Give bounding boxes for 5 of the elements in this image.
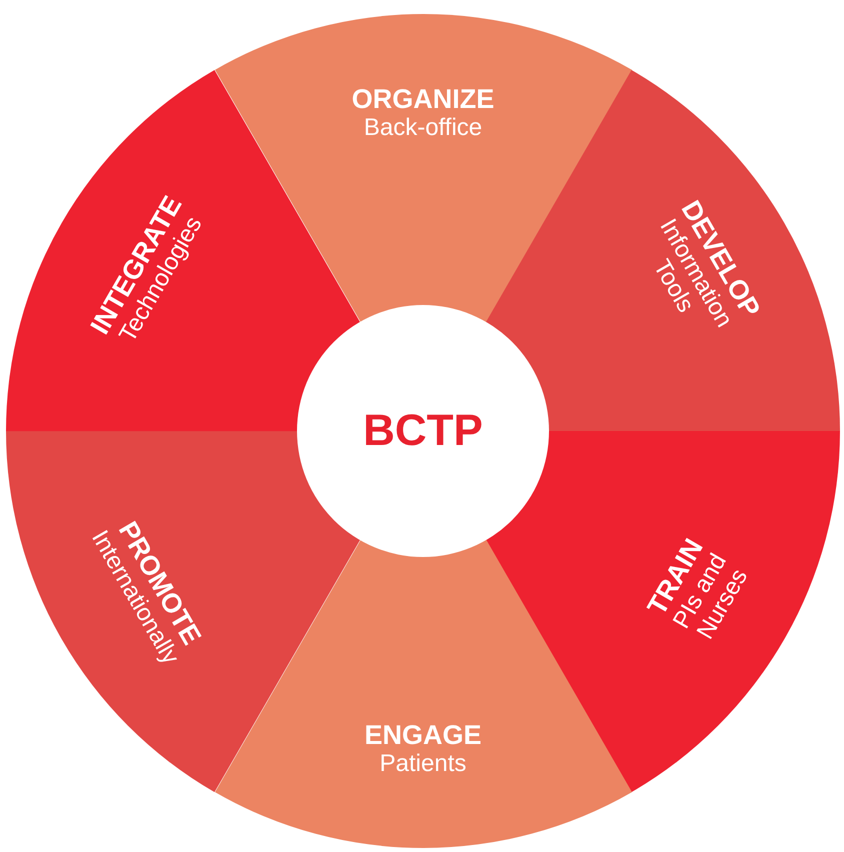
- segment-subtitle: Back-office: [362, 116, 484, 141]
- segment-subtitle: Patients: [378, 752, 468, 777]
- segment-heading: ENGAGE: [364, 721, 482, 750]
- hub-title: BCTP: [363, 406, 483, 456]
- segment-heading: ORGANIZE: [352, 85, 494, 114]
